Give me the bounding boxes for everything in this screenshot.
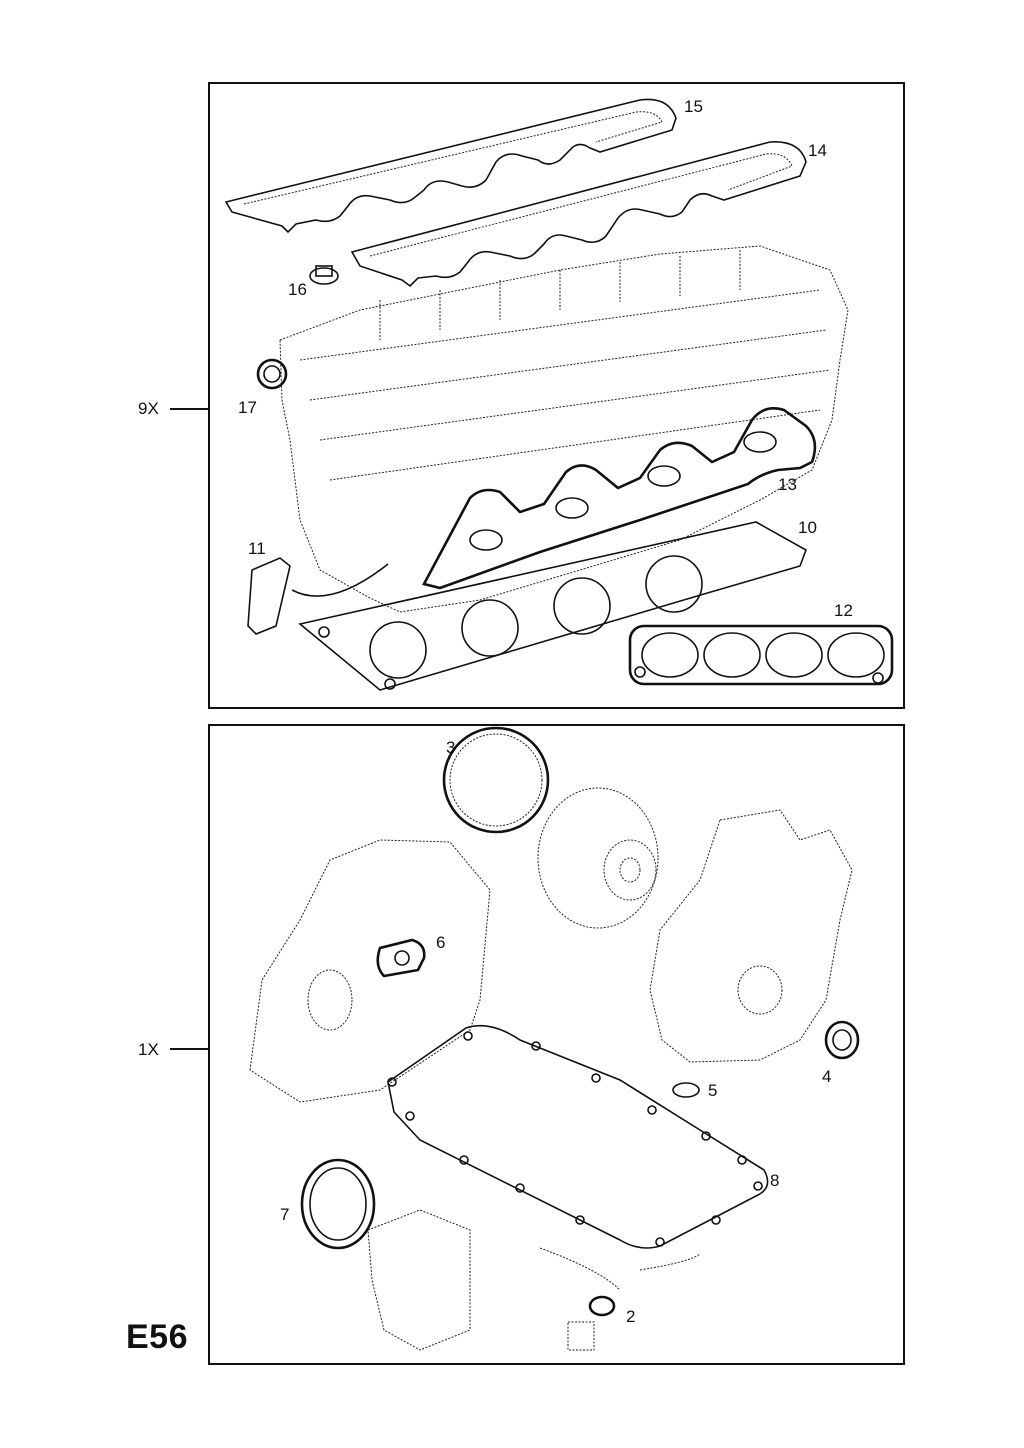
group-leader-9x [170, 408, 208, 410]
group-label-9x: 9X [138, 399, 159, 418]
callout-7: 7 [280, 1205, 290, 1224]
rear-crank-seal-7 [300, 1158, 376, 1250]
thermostat-gasket-11 [247, 557, 291, 635]
oil-pan-gasket-8 [387, 1024, 769, 1249]
crankshaft [367, 1209, 471, 1351]
callout-5: 5 [708, 1081, 718, 1100]
group-label-1x: 1X [138, 1040, 159, 1059]
callout-2: 2 [626, 1307, 636, 1326]
drain-plug [567, 1321, 595, 1351]
exhaust-manifold-gasket-13 [422, 407, 817, 590]
head-gasket-10 [298, 521, 807, 691]
drain-plug-seal-2 [588, 1295, 616, 1317]
camshaft-seal-17 [256, 358, 288, 390]
page-code: E56 [126, 1318, 188, 1356]
callout-16: 16 [288, 280, 307, 299]
valve-cover-gasket-14 [350, 141, 807, 288]
oil-filter-gasket-6 [376, 938, 426, 978]
callout-17: 17 [238, 398, 257, 417]
callout-14: 14 [808, 141, 827, 160]
group-leader-1x [170, 1048, 208, 1050]
cylinder-head [279, 245, 849, 613]
callout-8: 8 [770, 1171, 780, 1190]
valve-cover-gasket-15 [224, 98, 677, 234]
water-pump [537, 787, 659, 929]
callout-3: 3 [446, 738, 456, 757]
callout-10: 10 [798, 518, 817, 537]
callout-11: 11 [248, 539, 266, 558]
callout-4: 4 [822, 1067, 832, 1086]
callout-13: 13 [778, 475, 797, 494]
intake-manifold-gasket-12 [628, 624, 894, 686]
o-ring-5 [672, 1082, 700, 1098]
water-pump-seal-ring-3 [442, 726, 550, 834]
engine-block [249, 839, 491, 1103]
callout-12: 12 [834, 601, 853, 620]
filler-cap-16 [309, 267, 339, 285]
front-crank-seal-4 [824, 1020, 860, 1060]
oil-pump-housing [649, 809, 853, 1063]
engine-block-gasket-panel [208, 724, 905, 1365]
cylinder-head-gasket-panel [208, 82, 905, 709]
callout-6: 6 [436, 933, 446, 952]
callout-15: 15 [684, 97, 703, 116]
